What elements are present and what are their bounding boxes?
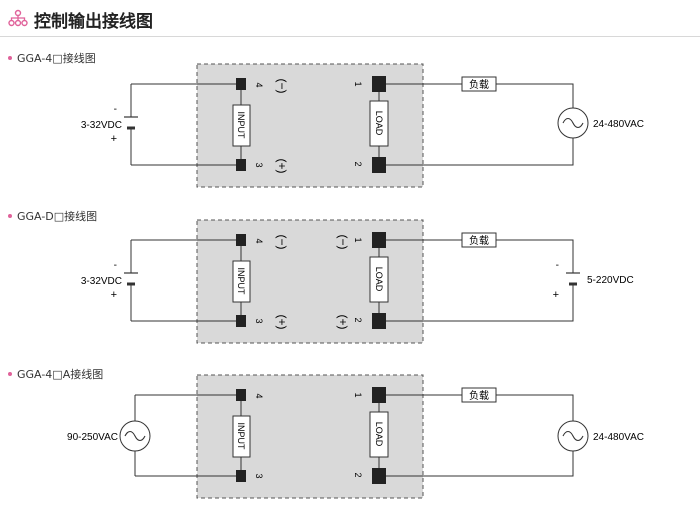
dc-source-icon [124, 272, 138, 286]
terminal-3 [236, 159, 246, 171]
section-1-label: GGA-4□接线图 [8, 50, 96, 66]
polarity-minus: (−) [275, 235, 289, 250]
input-minus: - [114, 104, 117, 115]
output-source-label: 24-480VAC [593, 119, 644, 130]
terminal-1 [372, 232, 386, 248]
load-block-label: LOAD [374, 267, 384, 292]
load-box-label: 负载 [469, 78, 489, 91]
input-block [232, 415, 251, 458]
terminal-3 [236, 315, 246, 327]
load-box [461, 387, 497, 403]
terminal-2-number: 2 [353, 472, 363, 477]
terminal-2-number: 2 [353, 317, 363, 322]
output-source-label: 5-220VDC [587, 275, 634, 286]
network-icon [8, 9, 28, 32]
terminal-1 [372, 76, 386, 92]
terminal-4 [236, 78, 246, 90]
terminal-1-number: 1 [353, 392, 363, 397]
terminal-3-number: 3 [254, 318, 264, 323]
page-title: 控制输出接线图 [34, 12, 153, 32]
load-box-label: 负载 [469, 234, 489, 247]
terminal-1-number: 1 [353, 237, 363, 242]
header-divider [0, 36, 700, 37]
load-box [461, 76, 497, 92]
polarity-plus: (+) [275, 159, 289, 174]
load-block-label: LOAD [374, 111, 384, 136]
load-box-label: 负载 [469, 389, 489, 402]
output-plus: + [553, 289, 559, 301]
input-block-label: INPUT [236, 423, 246, 451]
load-block [369, 411, 389, 458]
load-block-label: LOAD [374, 422, 384, 447]
terminal-3 [236, 470, 246, 482]
output-source-label: 24-480VAC [593, 432, 644, 443]
load-box [461, 232, 497, 248]
bullet-icon [8, 214, 12, 218]
input-minus: - [114, 260, 117, 271]
input-plus: + [111, 289, 117, 301]
input-source-label: 3-32VDC [81, 276, 122, 287]
terminal-2 [372, 313, 386, 329]
terminal-1-number: 1 [353, 81, 363, 86]
wiring [130, 239, 574, 322]
terminal-4-number: 4 [254, 393, 264, 398]
wiring [134, 394, 574, 477]
input-block [232, 260, 251, 303]
terminal-4-number: 4 [254, 238, 264, 243]
input-block [232, 104, 251, 147]
input-source-label: 90-250VAC [67, 432, 118, 443]
section-2-label: GGA-D□接线图 [8, 208, 97, 224]
terminal-4 [236, 234, 246, 246]
load-block [369, 256, 389, 303]
dc-output-source-icon [566, 272, 580, 286]
terminal-3-number: 3 [254, 473, 264, 478]
dc-source-icon [124, 116, 138, 130]
terminal-2-number: 2 [353, 161, 363, 166]
terminal-2 [372, 468, 386, 484]
input-block-label: INPUT [236, 268, 246, 296]
bullet-icon [8, 56, 12, 60]
output-polarity-minus: (−) [336, 235, 350, 250]
terminal-1 [372, 387, 386, 403]
polarity-minus: (−) [275, 79, 289, 94]
output-polarity-plus: (+) [336, 315, 350, 330]
input-block-label: INPUT [236, 112, 246, 140]
bullet-icon [8, 372, 12, 376]
ssr-module-box [196, 374, 424, 499]
page-header: 控制输出接线图 [0, 0, 700, 36]
load-block [369, 100, 389, 147]
terminal-4 [236, 389, 246, 401]
output-minus: - [556, 260, 559, 271]
section-3-label: GGA-4□A接线图 [8, 366, 103, 382]
terminal-4-number: 4 [254, 82, 264, 87]
polarity-plus: (+) [275, 315, 289, 330]
terminal-2 [372, 157, 386, 173]
input-plus: + [111, 133, 117, 145]
terminal-3-number: 3 [254, 162, 264, 167]
input-source-label: 3-32VDC [81, 120, 122, 131]
